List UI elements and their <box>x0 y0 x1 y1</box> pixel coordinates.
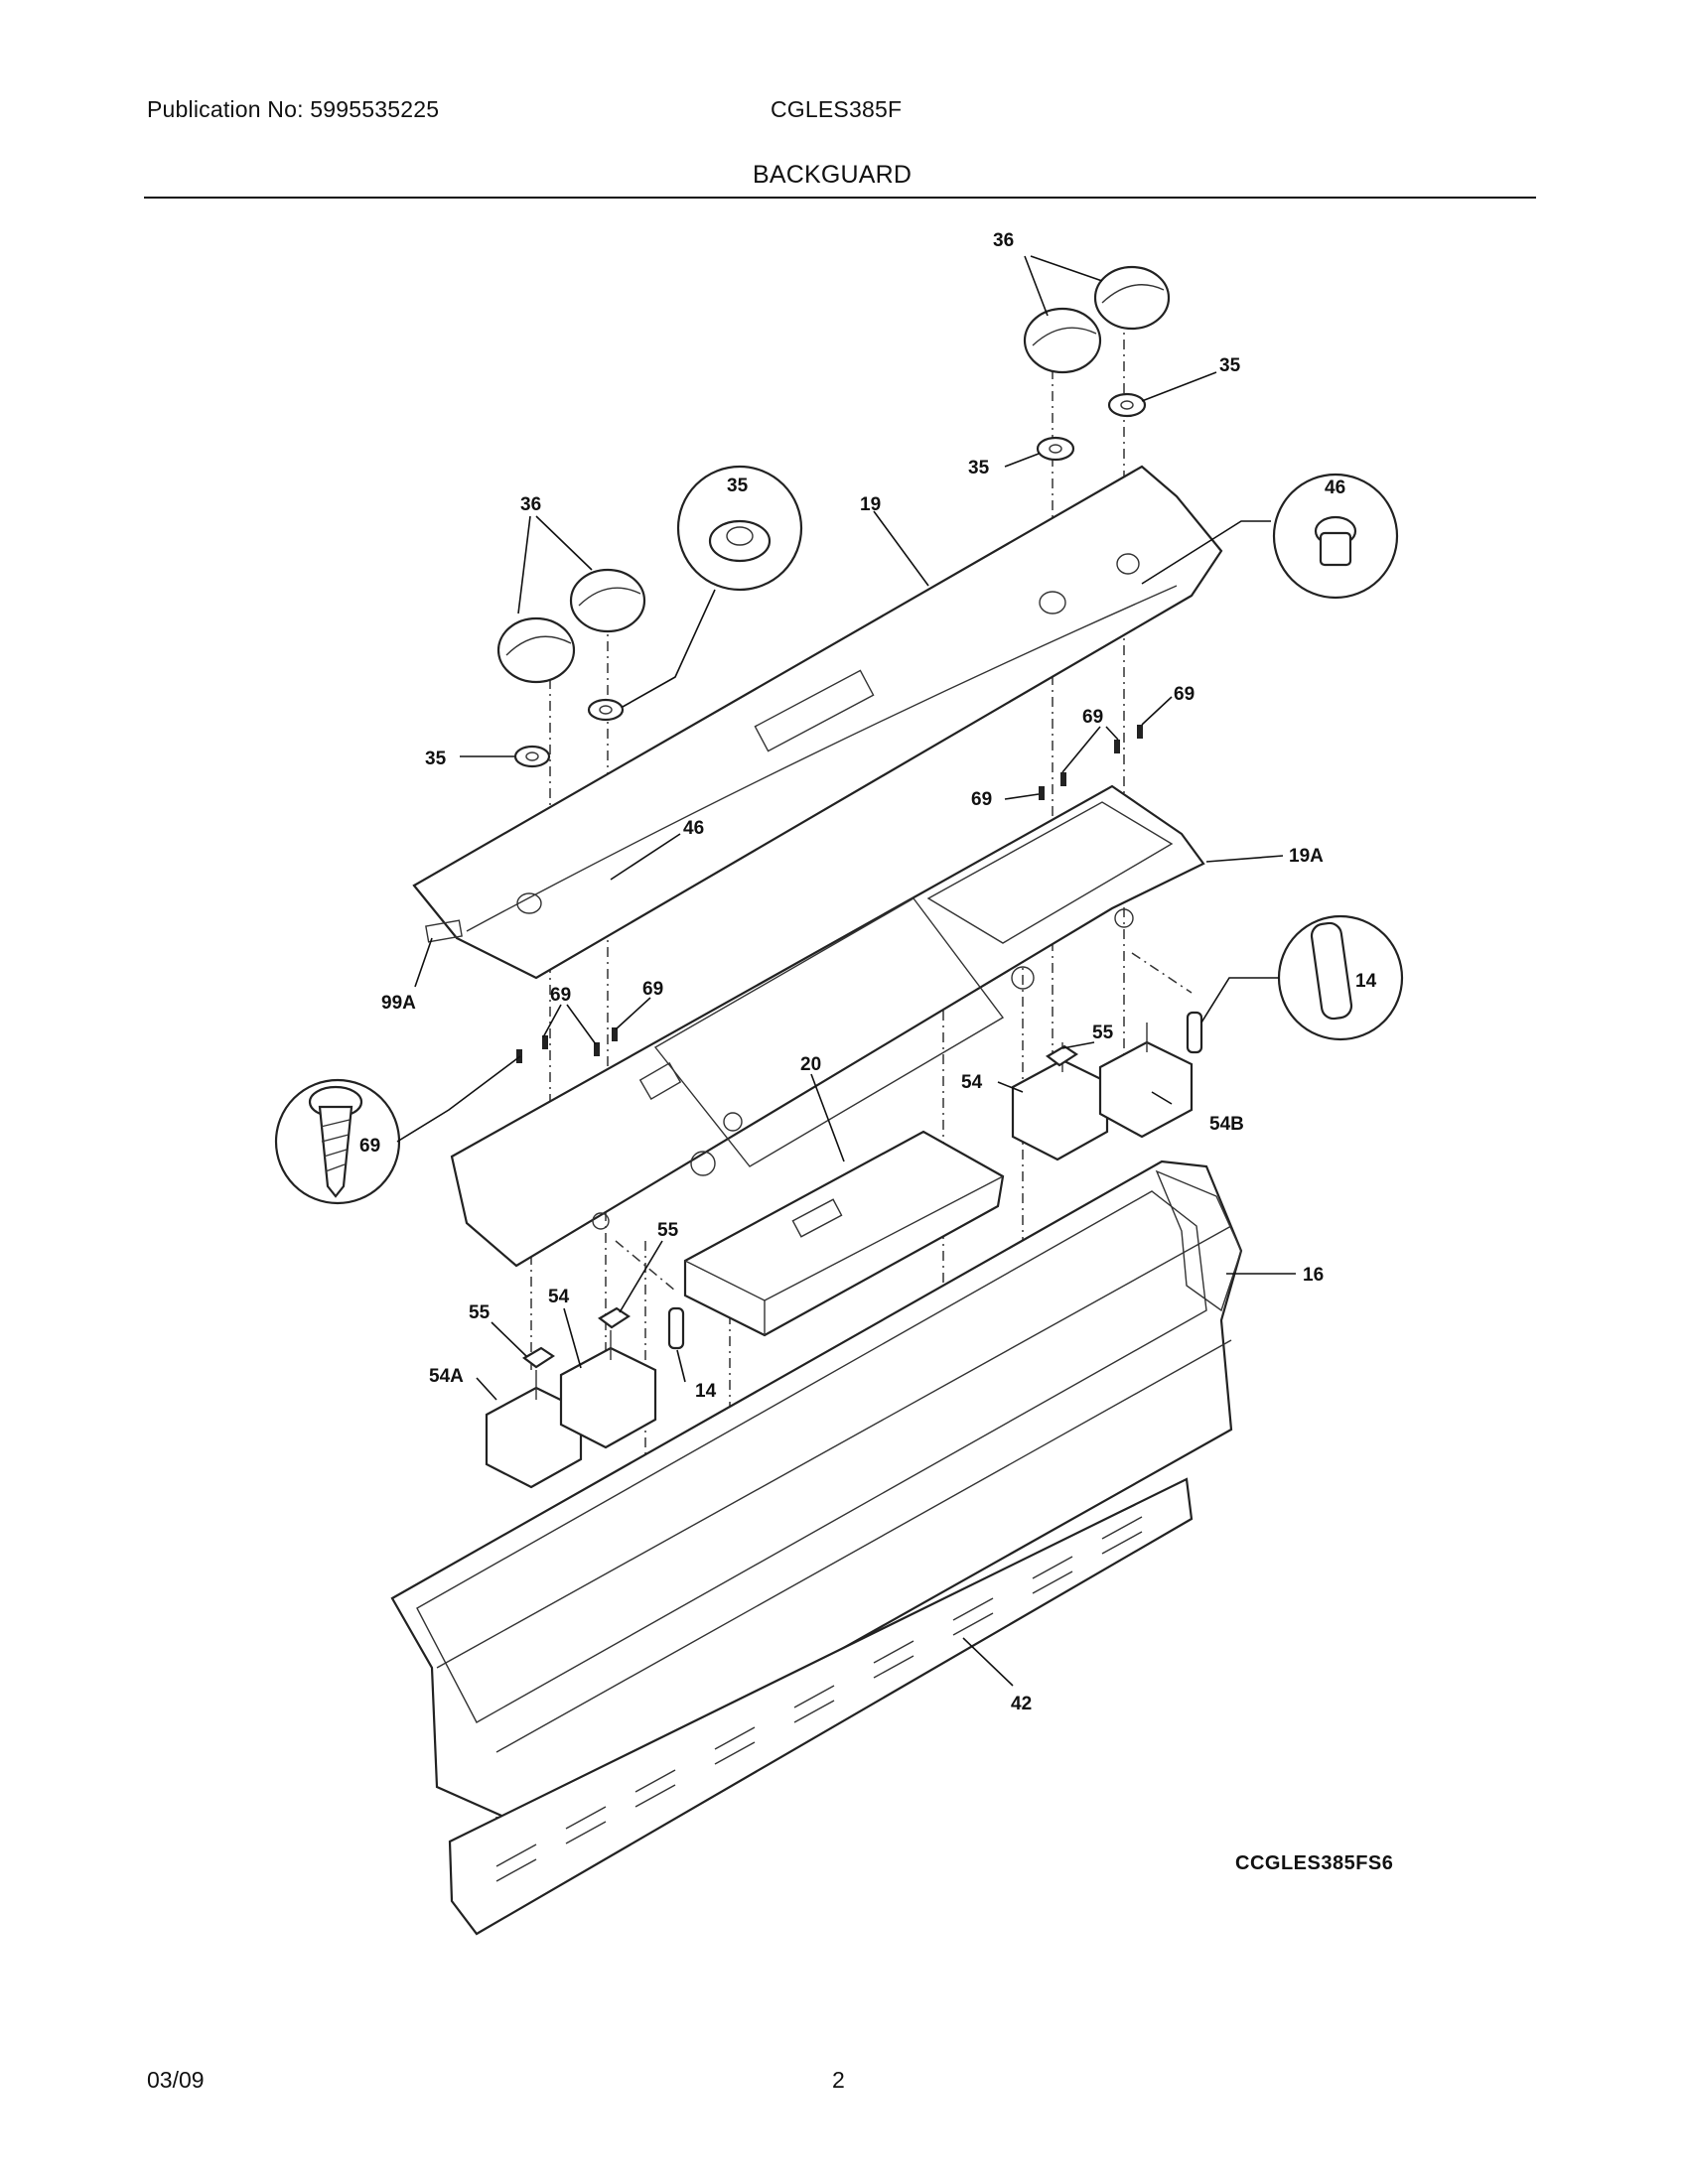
section-title: BACKGUARD <box>753 161 913 189</box>
callout-14-left: 14 <box>695 1381 717 1402</box>
vent-trim-42 <box>448 1477 1194 1936</box>
detail-circle-46 <box>1272 473 1399 600</box>
callout-54-left: 54 <box>548 1287 570 1307</box>
callout-19A: 19A <box>1289 846 1324 867</box>
publication-number: Publication No: 5995535225 <box>147 96 440 122</box>
electronic-control-20 <box>683 1130 1005 1337</box>
callout-99A: 99A <box>381 993 416 1014</box>
backguard-frame-16 <box>390 1160 1243 1829</box>
callout-36-right: 36 <box>993 230 1014 251</box>
detail-circle-69 <box>274 1078 401 1205</box>
callout-54A: 54A <box>429 1366 464 1387</box>
footer-date: 03/09 <box>147 2067 205 2093</box>
callout-42: 42 <box>1011 1694 1032 1714</box>
callout-36-left: 36 <box>520 494 541 515</box>
callout-69-r2: 69 <box>1174 684 1195 705</box>
callout-69-l1: 69 <box>550 985 571 1006</box>
leader-lines <box>396 255 1296 1687</box>
callout-55-left1: 55 <box>657 1220 679 1241</box>
callout-35-detail: 35 <box>727 476 749 496</box>
callout-69-r1: 69 <box>1082 707 1103 728</box>
callout-46-left: 46 <box>683 818 704 839</box>
control-panel-19A <box>450 784 1205 1268</box>
page-number: 2 <box>832 2067 845 2093</box>
callout-69-l2: 69 <box>642 979 663 1000</box>
callout-20: 20 <box>800 1054 821 1075</box>
washer-35-icon <box>513 392 1147 768</box>
callout-35-left: 35 <box>425 749 447 769</box>
callout-35-top-right: 35 <box>1219 355 1241 376</box>
callout-35-mid-right: 35 <box>968 458 990 478</box>
callout-14-detail: 14 <box>1355 971 1377 992</box>
detail-circle-14 <box>1277 914 1404 1041</box>
callout-19: 19 <box>860 494 881 515</box>
callout-55-right: 55 <box>1092 1023 1114 1043</box>
infinite-switch-icon <box>485 1023 1194 1489</box>
callout-55-left2: 55 <box>469 1302 491 1323</box>
top-panel-19 <box>412 465 1223 980</box>
callout-16: 16 <box>1303 1265 1324 1286</box>
indicator-light-14-icon <box>667 1011 1203 1350</box>
model-number: CGLES385F <box>771 96 903 122</box>
callout-46-detail: 46 <box>1325 478 1345 498</box>
bracket-55-icon <box>522 1044 1079 1369</box>
diagram-code: CCGLES385FS6 <box>1235 1852 1394 1874</box>
callout-54B: 54B <box>1209 1114 1244 1135</box>
knob-36-icon <box>496 265 1171 684</box>
detail-circle-35 <box>676 465 803 592</box>
callout-labels: 36 35 35 46 35 36 19 69 69 69 35 46 19A … <box>359 230 1377 1714</box>
callout-69-r3: 69 <box>971 789 992 810</box>
callout-54-right: 54 <box>961 1072 983 1093</box>
callout-69-detail: 69 <box>359 1136 380 1157</box>
header-rule <box>144 197 1536 199</box>
